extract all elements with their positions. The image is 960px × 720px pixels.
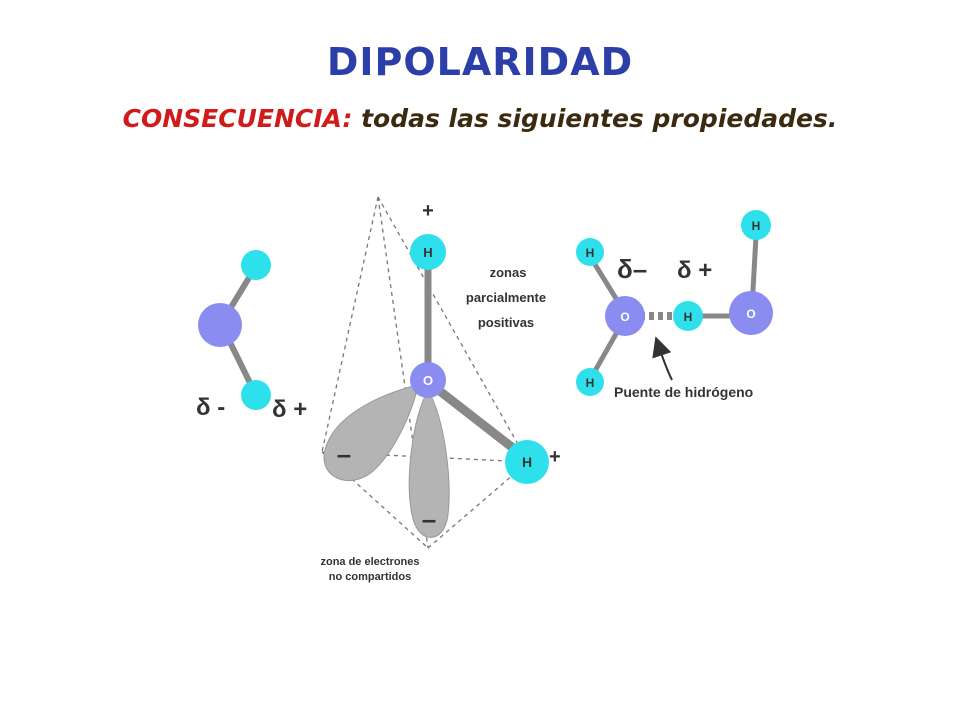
- hydrogen-label-middle-top: H: [423, 245, 432, 260]
- minus-sign-lobe-bottom: –: [422, 504, 436, 534]
- hydrogen-atom-left-bottom: [241, 380, 271, 410]
- panel-right-hydrogen-bond: H H O H O H δ– δ + Puente de hidrógeno: [576, 210, 773, 400]
- oxygen-label-middle: O: [423, 373, 433, 388]
- hydrogen-atom-right-top-left: [576, 238, 604, 266]
- delta-minus-label-left: δ -: [196, 394, 225, 421]
- delta-plus-label-right: δ +: [677, 257, 712, 284]
- oxygen-label-right-left: O: [620, 310, 629, 324]
- hydrogen-label-right-bottom-left: H: [586, 376, 595, 390]
- hydrogen-bond-label: Puente de hidrógeno: [614, 384, 753, 400]
- hydrogen-atom-left-top: [241, 250, 271, 280]
- hydrogen-label-right-top-left: H: [586, 246, 595, 260]
- hydrogen-atom-right-bridge: [673, 301, 703, 331]
- oxygen-atom-left: [198, 303, 242, 347]
- delta-minus-label-right: δ–: [617, 254, 647, 284]
- page-subtitle: CONSECUENCIA: todas las siguientes propi…: [0, 104, 960, 133]
- zone-electrons-line-2: no compartidos: [329, 571, 412, 583]
- zone-electrons-line-1: zona de electrones: [320, 556, 419, 568]
- zone-positive-line-1: zonas: [490, 265, 527, 280]
- hydrogen-atom-right-bottom-left: [576, 368, 604, 396]
- plus-sign-middle-top: +: [422, 200, 434, 222]
- oxygen-atom-middle: [410, 362, 446, 398]
- bond-middle-right: [429, 381, 525, 459]
- oxygen-label-right-right: O: [746, 307, 755, 321]
- hydrogen-atom-middle-right: [505, 440, 549, 484]
- lone-pair-lobe-bottom: [408, 388, 450, 538]
- minus-sign-lobe-left: –: [337, 439, 351, 469]
- hydrogen-label-right-bridge: H: [684, 310, 693, 324]
- subtitle-rest: todas las siguientes propiedades.: [352, 104, 838, 133]
- zone-positive-line-2: parcialmente: [466, 290, 546, 305]
- hydrogen-label-right-top-right: H: [752, 219, 761, 233]
- delta-plus-label-left: δ +: [272, 396, 307, 423]
- plus-sign-middle-right: +: [549, 446, 561, 468]
- hydrogen-label-middle-right: H: [522, 454, 532, 470]
- oxygen-atom-right-left: [605, 296, 645, 336]
- hydrogen-atom-middle-top: [410, 234, 446, 270]
- lone-pair-lobe-left: [323, 384, 419, 481]
- panel-left-molecule: δ - δ +: [196, 250, 307, 423]
- subtitle-prefix: CONSECUENCIA:: [122, 104, 353, 133]
- oxygen-atom-right-right: [729, 291, 773, 335]
- hydrogen-bond-arrow: [652, 336, 673, 381]
- hydrogen-atom-right-top-right: [741, 210, 771, 240]
- page-title: DIPOLARIDAD: [326, 40, 634, 84]
- zone-positive-line-3: positivas: [478, 315, 534, 330]
- panel-middle-tetrahedron: H O H + + – – zonas parcialmente positiv…: [320, 196, 561, 583]
